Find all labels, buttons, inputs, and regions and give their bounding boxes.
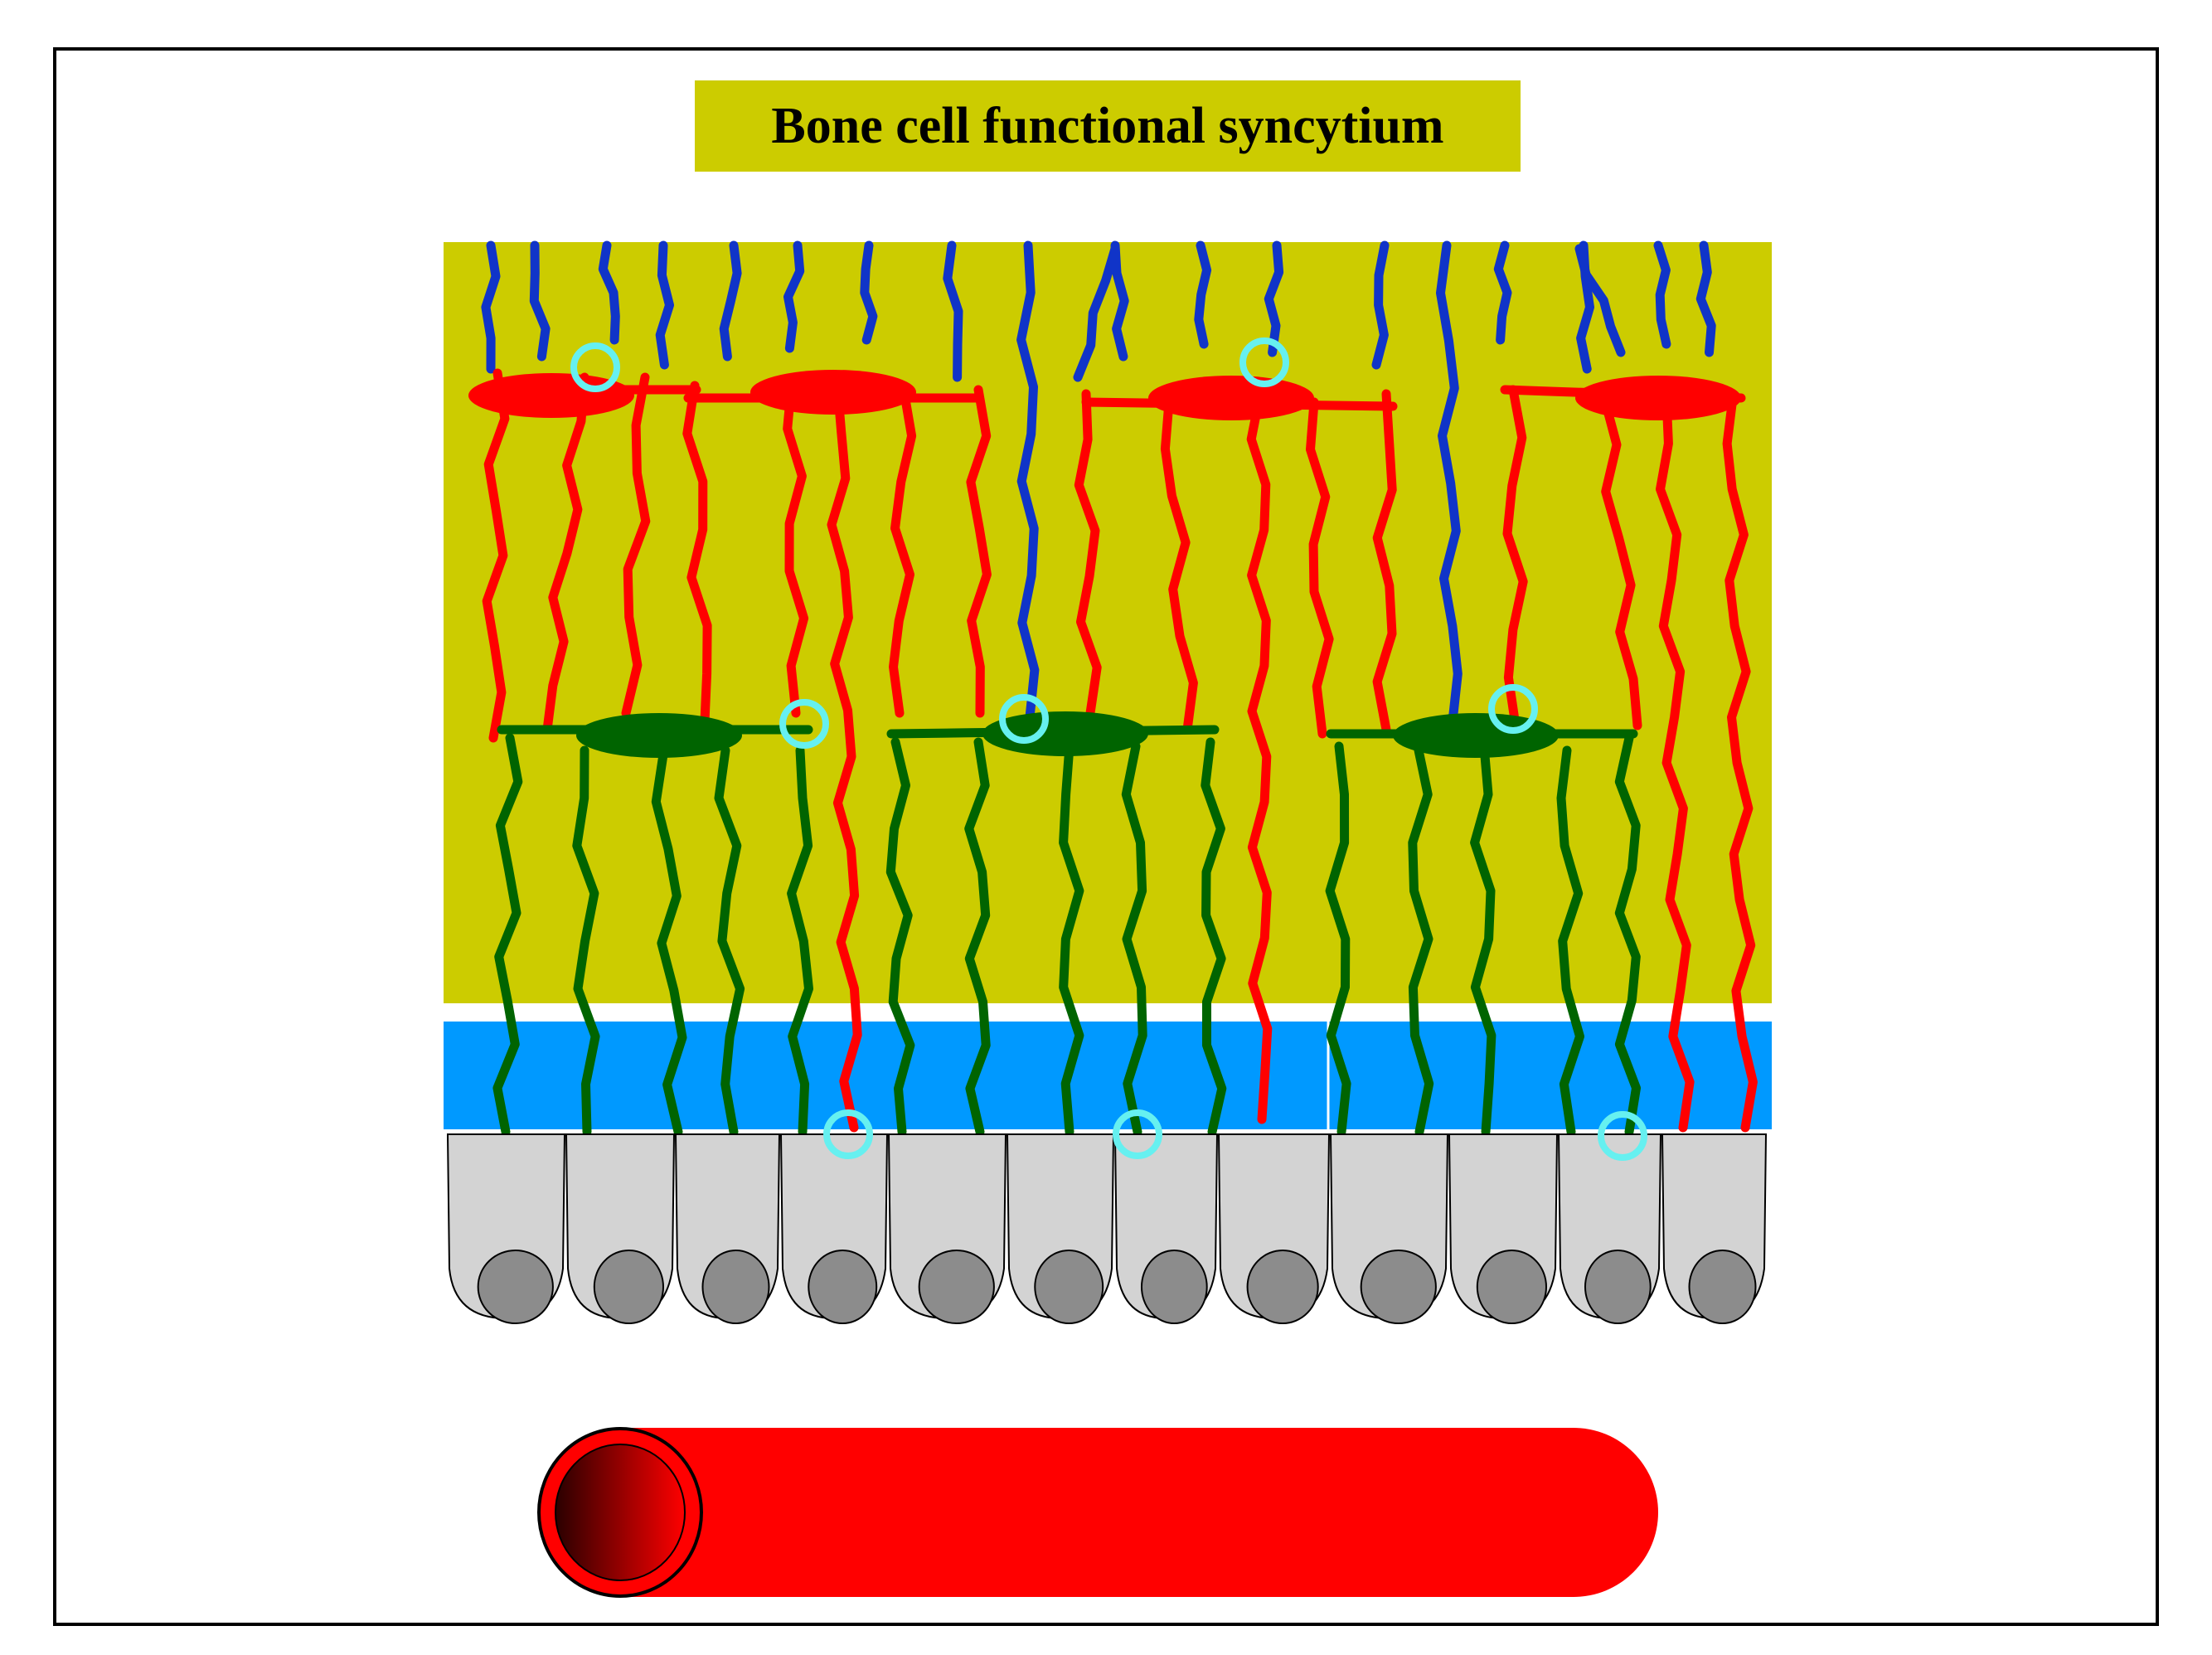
bone-lining-cells	[446, 1133, 1768, 1324]
surface-osteocyte	[468, 373, 634, 418]
red-process	[1722, 393, 1758, 1133]
surface-osteocytes	[468, 370, 1741, 420]
gap-junction-ring-icon	[1598, 1111, 1647, 1161]
blue-process	[481, 240, 501, 374]
gap-junction-ring-icon	[779, 699, 829, 749]
deep-osteocyte-processes	[481, 240, 1716, 726]
green-process	[885, 737, 915, 1137]
diagram-title: Bone cell functional syncytium	[695, 80, 1521, 172]
green-process	[492, 733, 523, 1137]
blue-process	[719, 240, 742, 362]
lining-cell-nucleus	[1140, 1250, 1208, 1324]
vessel-body	[539, 1428, 1658, 1597]
lining-cell-nucleus	[1584, 1250, 1652, 1324]
lining-cell-nucleus	[1688, 1250, 1757, 1324]
gap-junctions	[570, 337, 1647, 1161]
gap-junction-ring-icon	[823, 1109, 873, 1159]
green-process	[714, 745, 745, 1137]
green-process	[1201, 737, 1227, 1137]
lining-cell-nucleus	[701, 1250, 770, 1324]
red-process	[621, 372, 651, 718]
red-process	[542, 372, 589, 735]
red-process	[1656, 393, 1695, 1133]
blue-process	[1653, 240, 1671, 349]
osteoid-layer	[444, 1022, 1772, 1129]
blue-process	[1073, 244, 1120, 382]
green-process	[651, 750, 687, 1137]
green-process	[1121, 741, 1147, 1137]
red-process	[783, 376, 809, 718]
green-process	[1325, 741, 1351, 1137]
gap-junction-ring-icon	[999, 694, 1049, 744]
red-process	[682, 381, 712, 726]
title-background	[695, 80, 1521, 172]
blue-process	[860, 240, 878, 345]
green-process	[787, 745, 813, 1137]
blue-process	[1194, 240, 1212, 349]
green-process	[1059, 741, 1084, 1137]
green-process	[572, 745, 600, 1137]
green-process	[1470, 741, 1496, 1137]
red-process	[482, 368, 510, 743]
gap-junction-ring-icon	[1239, 337, 1289, 387]
red-process	[889, 385, 917, 718]
middle-osteocyte	[982, 711, 1148, 756]
lining-cell-nucleus	[1034, 1250, 1104, 1324]
blue-process	[655, 240, 674, 370]
blue-process	[1493, 240, 1512, 345]
lining-cell-nucleus	[808, 1250, 878, 1324]
green-process	[964, 737, 991, 1137]
blood-vessel	[537, 1427, 1658, 1598]
green-process	[1614, 733, 1641, 1137]
red-process	[966, 385, 992, 718]
red-process	[1306, 397, 1334, 739]
lining-cell-nucleus	[1476, 1250, 1548, 1324]
middle-osteocyte	[1393, 713, 1559, 758]
red-process	[1372, 389, 1397, 735]
red-process	[1074, 389, 1102, 718]
blue-process	[1695, 240, 1716, 357]
gap-junction-ring-icon	[1488, 684, 1538, 734]
blue-process	[1110, 240, 1129, 362]
blue-process	[529, 240, 551, 362]
surface-osteocyte-processes	[482, 368, 1758, 1133]
middle-osteocyte-processes	[492, 725, 1641, 1137]
blue-process	[783, 240, 805, 353]
surface-osteocyte	[1575, 376, 1741, 420]
gap-junction-ring-icon	[570, 342, 620, 392]
green-process	[1408, 741, 1434, 1137]
blue-process	[1436, 240, 1463, 726]
red-process	[1246, 389, 1273, 1124]
middle-osteocyte	[576, 713, 742, 758]
blue-process	[1574, 244, 1626, 357]
lining-cell-nucleus	[477, 1250, 554, 1324]
vessel-lumen	[555, 1444, 686, 1581]
blue-process	[943, 240, 963, 382]
blue-process	[598, 240, 620, 345]
red-process	[827, 381, 862, 1133]
surface-osteocyte	[1148, 376, 1314, 420]
title-text: Bone cell functional syncytium	[771, 97, 1444, 154]
lining-cell-nucleus	[593, 1250, 665, 1324]
middle-osteocytes	[576, 711, 1559, 758]
red-process	[1160, 397, 1198, 735]
green-process	[1556, 745, 1584, 1137]
lining-cell-nucleus	[918, 1250, 995, 1324]
blue-process	[1264, 240, 1284, 357]
red-process	[1599, 393, 1642, 730]
surface-osteocyte	[750, 370, 916, 415]
lining-cell-nucleus	[1246, 1250, 1319, 1324]
blue-process	[1016, 240, 1040, 722]
blue-process	[1371, 240, 1390, 370]
lining-cell-nucleus	[1360, 1250, 1437, 1324]
red-process	[1502, 385, 1528, 730]
gap-junction-ring-icon	[1113, 1109, 1162, 1159]
